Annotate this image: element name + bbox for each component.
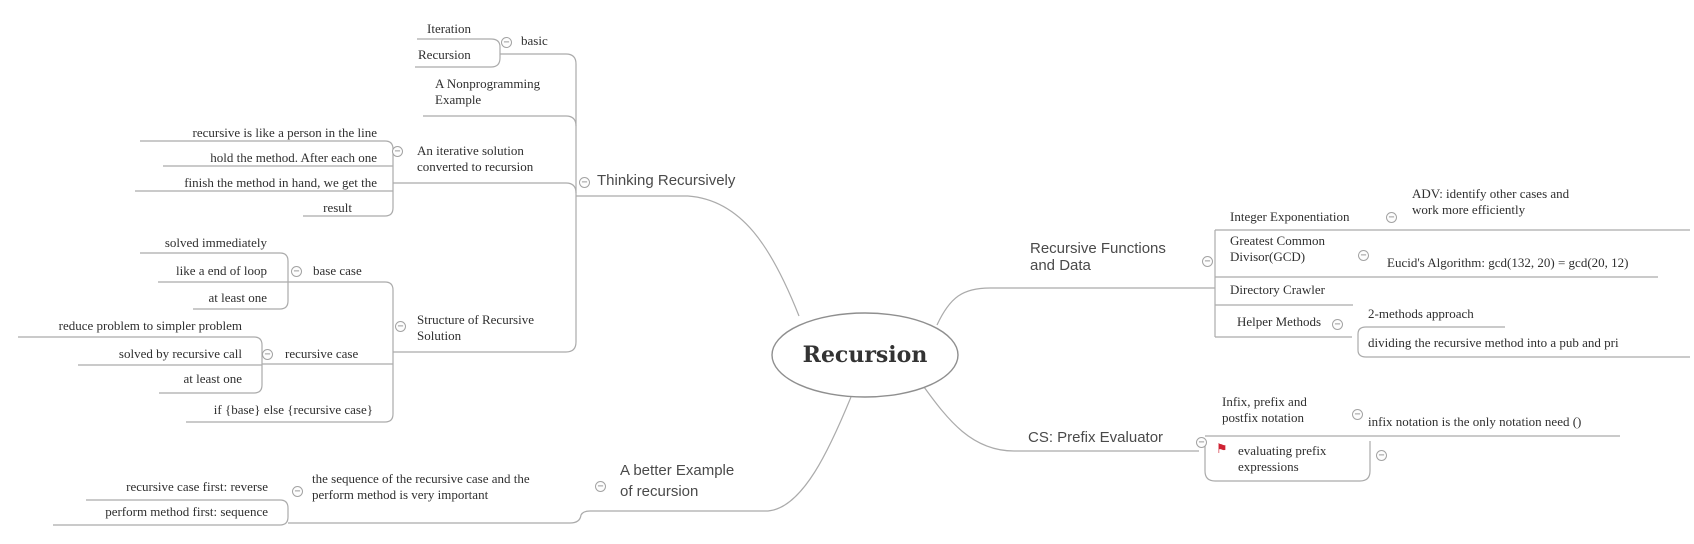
- node-integer-exponentiation[interactable]: Integer Exponentiation: [1230, 209, 1350, 224]
- central-topic[interactable]: Recursion: [802, 342, 928, 368]
- collapse-icon[interactable]: −: [262, 349, 273, 360]
- collapse-icon[interactable]: −: [1332, 319, 1343, 330]
- collapse-icon[interactable]: −: [1376, 450, 1387, 461]
- branch-better-example[interactable]: A better Example of recursion: [620, 462, 735, 500]
- node-structure-of-solution[interactable]: Structure of Recursive Solution: [417, 312, 534, 343]
- node-reduce-problem[interactable]: reduce problem to simpler problem: [58, 318, 242, 333]
- collapse-icon[interactable]: −: [292, 486, 303, 497]
- node-finish-method[interactable]: finish the method in hand, we get the: [184, 175, 377, 190]
- node-at-least-one-base[interactable]: at least one: [208, 290, 267, 305]
- node-iterative-solution[interactable]: An iterative solution converted to recur…: [417, 143, 534, 174]
- node-adv-identify[interactable]: ADV: identify other cases and work more …: [1412, 186, 1570, 217]
- node-directory-crawler[interactable]: Directory Crawler: [1230, 282, 1325, 297]
- node-recursive-case[interactable]: recursive case: [285, 346, 359, 361]
- node-result[interactable]: result: [323, 200, 352, 215]
- collapse-icon[interactable]: −: [392, 146, 403, 157]
- collapse-icon[interactable]: −: [1386, 212, 1397, 223]
- collapse-icon[interactable]: −: [501, 37, 512, 48]
- node-euclid-algorithm[interactable]: Eucid's Algorithm: gcd(132, 20) = gcd(20…: [1387, 255, 1629, 270]
- node-base-case[interactable]: base case: [313, 263, 362, 278]
- node-if-else[interactable]: if {base} else {recursive case}: [213, 402, 373, 417]
- node-iteration[interactable]: Iteration: [427, 21, 472, 36]
- branch-cs-prefix-evaluator[interactable]: CS: Prefix Evaluator: [1028, 429, 1164, 446]
- node-person-in-line[interactable]: recursive is like a person in the line: [192, 125, 377, 140]
- node-solved-by-call[interactable]: solved by recursive call: [118, 346, 242, 361]
- collapse-icon[interactable]: −: [1352, 409, 1363, 420]
- node-gcd[interactable]: Greatest Common Divisor(GCD): [1230, 233, 1325, 264]
- collapse-icon[interactable]: −: [1196, 437, 1207, 448]
- node-sequence[interactable]: perform method first: sequence: [105, 504, 268, 519]
- collapse-icon[interactable]: −: [1202, 256, 1213, 267]
- collapse-icon[interactable]: −: [595, 481, 606, 492]
- node-sequence-important[interactable]: the sequence of the recursive case and t…: [312, 471, 530, 502]
- node-hold-method[interactable]: hold the method. After each one: [210, 150, 377, 165]
- node-helper-methods[interactable]: Helper Methods: [1237, 314, 1322, 329]
- collapse-icon[interactable]: −: [1358, 250, 1369, 261]
- node-basic[interactable]: basic: [521, 33, 548, 48]
- collapse-icon[interactable]: −: [395, 321, 406, 332]
- node-dividing-method[interactable]: dividing the recursive method into a pub…: [1368, 335, 1619, 350]
- node-solved-immediately[interactable]: solved immediately: [164, 235, 267, 250]
- collapse-icon[interactable]: −: [291, 266, 302, 277]
- collapse-icon[interactable]: −: [579, 177, 590, 188]
- node-infix-prefix-postfix[interactable]: Infix, prefix and postfix notation: [1222, 394, 1307, 425]
- node-nonprogramming[interactable]: A Nonprogramming Example: [435, 76, 541, 107]
- node-evaluating-prefix[interactable]: evaluating prefix expressions: [1238, 443, 1327, 474]
- node-reverse[interactable]: recursive case first: reverse: [126, 479, 268, 494]
- node-infix-only-notation[interactable]: infix notation is the only notation need…: [1368, 414, 1582, 429]
- node-recursion-sub[interactable]: Recursion: [418, 47, 471, 62]
- branch-thinking-recursively[interactable]: Thinking Recursively: [597, 172, 736, 189]
- node-end-of-loop[interactable]: like a end of loop: [176, 263, 267, 278]
- flag-icon: ⚑: [1216, 442, 1228, 457]
- branch-recursive-functions[interactable]: Recursive Functions and Data: [1030, 240, 1166, 274]
- node-2-methods[interactable]: 2-methods approach: [1368, 306, 1474, 321]
- node-at-least-one-rec[interactable]: at least one: [183, 371, 242, 386]
